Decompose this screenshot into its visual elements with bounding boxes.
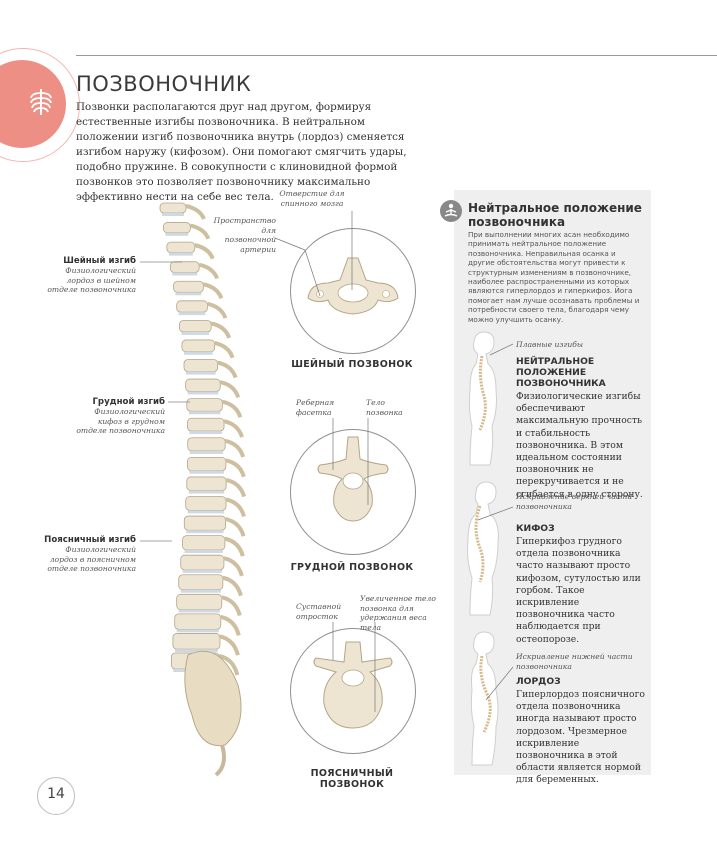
spine-disc — [172, 272, 198, 276]
meditation-icon — [440, 200, 462, 222]
spine-disc — [180, 589, 221, 593]
thoracic-label: Грудной изгиб Физиологический кифоз в гр… — [70, 397, 165, 436]
spine-process — [221, 595, 242, 617]
spine-process — [185, 204, 206, 220]
lumbar-joint-label: Суставной отросток — [296, 602, 342, 621]
item3-heading: ЛОРДОЗ — [516, 676, 561, 687]
spine-process — [198, 262, 220, 280]
cervical-vertebra — [307, 257, 399, 315]
thoracic-vertebra — [317, 436, 389, 522]
item1-tag: Плавные изгибы — [516, 340, 584, 349]
spine-disc — [175, 292, 202, 296]
thoracic-body-label: Тело позвонка — [366, 398, 403, 417]
spine-disc — [178, 312, 206, 316]
lumbar-label: Поясничный изгиб Физиологический лордоз … — [40, 535, 136, 574]
spine-disc — [187, 510, 225, 514]
spine-process — [225, 517, 246, 537]
item3-body: Гиперлордоз поясничного отдела позвоночн… — [516, 689, 645, 786]
spine-disc — [189, 450, 224, 454]
sacrum — [184, 650, 242, 747]
spine-disc — [165, 232, 189, 236]
spine-disc — [174, 649, 218, 653]
spine-disc — [189, 431, 223, 435]
page-title: ПОЗВОНОЧНИК — [76, 72, 252, 96]
lordosis-figure — [470, 631, 499, 766]
cervical-label-desc: Физиологический лордоз в шейном отделе п… — [47, 266, 136, 294]
lumbar-label-title: Поясничный изгиб — [44, 535, 136, 545]
page-number-circle — [37, 777, 75, 815]
spine-process — [220, 614, 241, 636]
item2-heading: КИФОЗ — [516, 523, 555, 534]
spine-process — [189, 223, 211, 240]
spine-illustration — [159, 202, 247, 777]
spine-process — [223, 419, 244, 438]
spine-disc — [162, 213, 184, 216]
spine-disc — [182, 569, 222, 573]
cervical-foramen-label: Отверстие для спинного мозга — [279, 189, 345, 208]
spine-disc — [186, 530, 224, 534]
item1-heading: НЕЙТРАЛЬНОЕ ПОЛОЖЕНИЕ ПОЗВОНОЧНИКА — [516, 356, 606, 389]
spine-disc — [181, 331, 210, 335]
lumbar-vertebra — [313, 641, 393, 729]
spine-process — [222, 575, 243, 597]
spine-process — [225, 458, 246, 478]
spine-process — [194, 243, 215, 260]
spine-process — [206, 301, 228, 319]
thoracic-label-title: Грудной изгиб — [92, 397, 165, 407]
thoracic-facet-label: Реберная фасетка — [296, 398, 335, 417]
spine-process — [214, 341, 235, 359]
cervical-label: Шейный изгиб Физиологический лордоз в ше… — [40, 256, 136, 295]
lumbar-label-desc: Физиологический лордоз в поясничном отде… — [47, 545, 136, 573]
coccyx — [214, 744, 226, 777]
lumbar-body-label: Увеличенное тело позвонка для удержания … — [360, 594, 436, 632]
spine-process — [219, 380, 241, 399]
spine-process — [219, 634, 240, 656]
spine-process — [202, 282, 224, 300]
cervical-artery-label: Пространство для позвоночной артерии — [213, 216, 276, 254]
lumbar-caption: ПОЯСНИЧНЫЙ ПОЗВОНОК — [310, 768, 394, 790]
spine-disc — [168, 252, 193, 256]
cervical-caption: ШЕЙНЫЙ ПОЗВОНОК — [291, 359, 413, 370]
spine-disc — [187, 391, 219, 395]
spine-disc — [184, 550, 223, 554]
item2-tag: Искривление верхней части позвоночника — [516, 492, 633, 511]
spine-disc — [183, 351, 213, 355]
item2-body: Гиперкифоз грудного отдела позвоночника … — [516, 536, 641, 645]
thoracic-caption: ГРУДНОЙ ПОЗВОНОК — [290, 562, 414, 573]
panel-title: Нейтральное положение позвоночника — [468, 201, 642, 229]
spine-vertebra — [162, 222, 191, 234]
spine-process — [217, 360, 238, 379]
top-rule — [76, 55, 717, 56]
neutral-figure — [468, 331, 497, 466]
panel-intro: При выполнении многих асан необходимо пр… — [468, 230, 640, 324]
spine-vertebra — [187, 417, 225, 432]
spine-disc — [176, 629, 219, 633]
spine-process — [210, 321, 232, 339]
spine-vertebra — [172, 633, 221, 650]
item1-body: Физиологические изгибы обеспечивают макс… — [516, 391, 643, 500]
spine-process — [224, 438, 246, 458]
spine-process — [218, 654, 240, 676]
spine-process — [224, 536, 245, 557]
spine-process — [225, 477, 247, 498]
spine-vertebra — [182, 535, 226, 551]
spine-disc — [188, 490, 225, 494]
spine-disc — [189, 470, 224, 474]
ribcage-icon — [30, 89, 52, 115]
cervical-label-title: Шейный изгиб — [63, 256, 136, 266]
spine-process — [223, 556, 244, 577]
spine-process — [225, 497, 246, 518]
page-number: 14 — [47, 786, 65, 802]
thoracic-label-desc: Физиологический кифоз в грудном отделе п… — [76, 407, 165, 435]
item3-tag: Искривление нижней части позвоночника — [516, 652, 633, 671]
spine-disc — [186, 371, 216, 375]
spine-disc — [188, 411, 221, 415]
spine-process — [221, 399, 243, 418]
intro-paragraph: Позвонки располагаются друг над другом, … — [76, 101, 407, 203]
spine-disc — [178, 609, 220, 613]
